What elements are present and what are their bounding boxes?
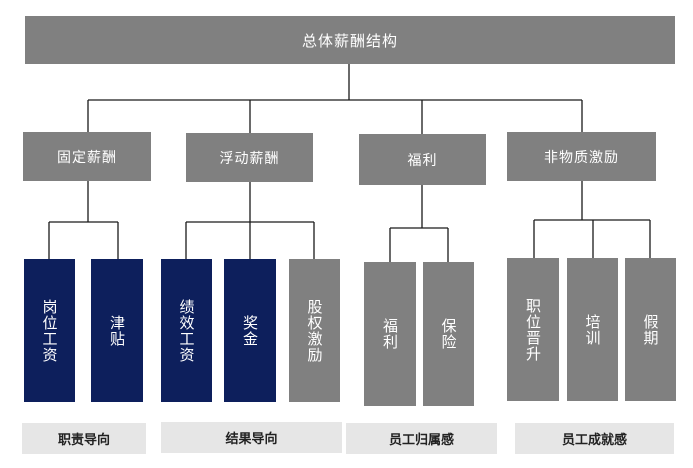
root-box: 总体薪酬结构 — [25, 16, 675, 64]
leaf-box-equity-incentive: 股权激励 — [289, 259, 340, 402]
band-achievement: 员工成就感 — [515, 423, 674, 454]
band-label: 结果导向 — [225, 432, 278, 447]
leaf-box-allowance: 津贴 — [91, 259, 143, 402]
leaf-label: 职位晋升 — [524, 297, 542, 362]
category-box-variable-pay: 浮动薪酬 — [186, 133, 313, 182]
band-result-oriented: 结果导向 — [161, 422, 342, 453]
leaf-label: 津贴 — [108, 314, 126, 347]
leaf-box-performance-salary: 绩效工资 — [161, 259, 212, 402]
leaf-label: 假期 — [641, 313, 660, 346]
leaf-box-insurance: 保险 — [423, 262, 474, 406]
leaf-label: 奖金 — [241, 314, 259, 347]
leaf-box-post-salary: 岗位工资 — [24, 259, 75, 402]
band-responsibility-oriented: 职责导向 — [22, 423, 146, 454]
leaf-label: 股权激励 — [305, 298, 324, 363]
leaf-box-promotion: 职位晋升 — [507, 258, 559, 401]
band-label: 职责导向 — [57, 433, 110, 448]
leaf-label: 绩效工资 — [177, 298, 196, 363]
category-label: 固定薪酬 — [57, 149, 117, 166]
leaf-box-training: 培训 — [567, 258, 618, 401]
band-label: 员工归属感 — [388, 433, 454, 448]
leaf-label: 培训 — [583, 313, 602, 346]
leaf-label: 福利 — [381, 318, 399, 350]
band-belonging: 员工归属感 — [346, 423, 497, 454]
category-label: 浮动薪酬 — [219, 150, 280, 167]
category-label: 福利 — [407, 152, 438, 169]
leaf-box-welfare: 福利 — [364, 262, 416, 406]
root-label: 总体薪酬结构 — [301, 31, 398, 50]
category-box-non-material: 非物质激励 — [507, 132, 656, 181]
band-label: 员工成就感 — [561, 433, 627, 448]
leaf-box-bonus: 奖金 — [224, 259, 276, 402]
leaf-box-vacation: 假期 — [625, 258, 676, 401]
category-box-fixed-pay: 固定薪酬 — [23, 132, 151, 181]
leaf-label: 保险 — [439, 318, 458, 350]
category-label: 非物质激励 — [544, 149, 619, 166]
category-box-benefits: 福利 — [359, 134, 486, 185]
leaf-label: 岗位工资 — [40, 298, 59, 363]
